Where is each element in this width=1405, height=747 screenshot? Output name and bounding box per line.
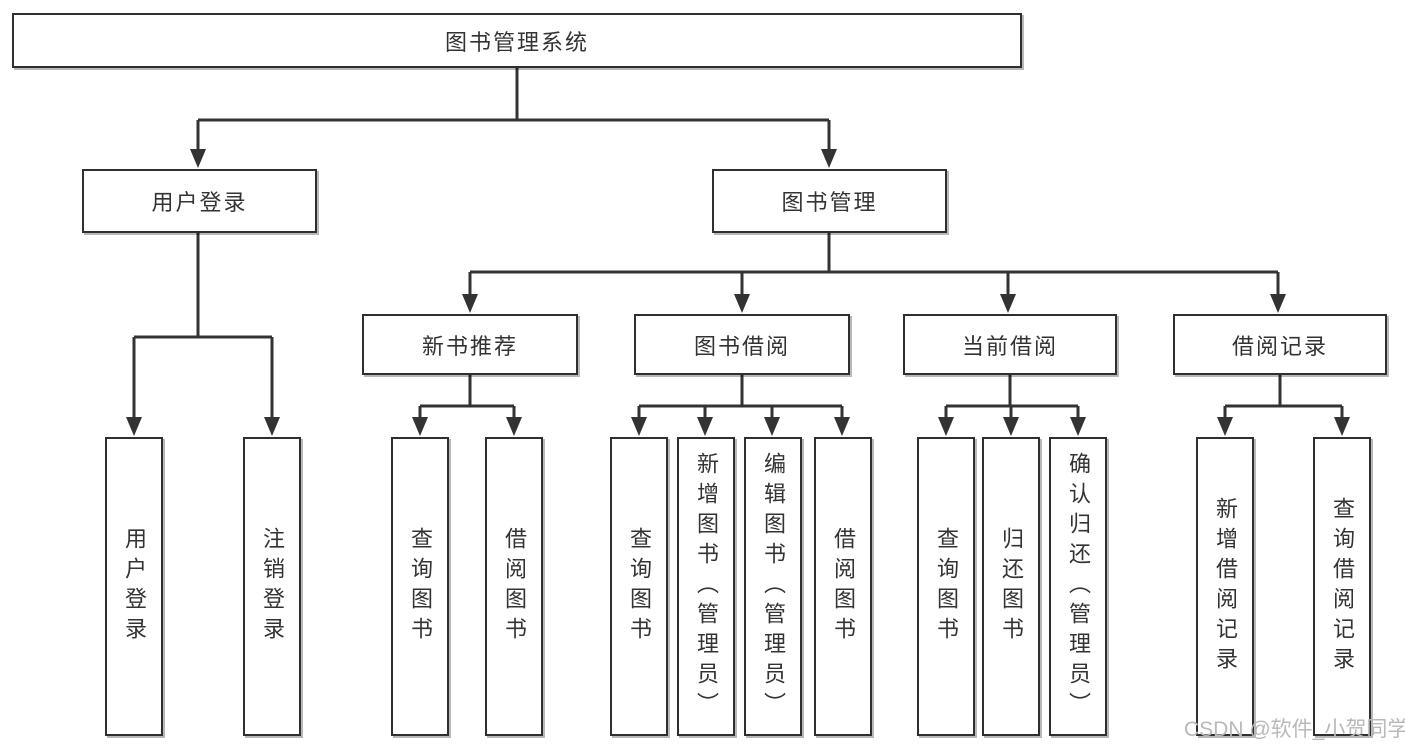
node-new-book-recommend-label: 新书推荐 (421, 333, 518, 359)
node-book-borrowing: 图书借阅 (634, 314, 850, 375)
node-book-management-label: 图书管理 (781, 190, 878, 215)
node-book-borrowing-label: 图书借阅 (693, 333, 790, 359)
leaf-add-book-admin: 新增图书（管理员） (677, 437, 735, 736)
leaf-user-login-label: 用户登录 (122, 526, 147, 647)
node-root: 图书管理系统 (12, 13, 1022, 68)
node-root-label: 图书管理系统 (444, 29, 589, 55)
leaf-borrow-books-2-label: 借阅图书 (831, 526, 856, 647)
leaf-edit-book-admin: 编辑图书（管理员） (744, 437, 802, 736)
leaf-return-books-label: 归还图书 (999, 526, 1024, 647)
leaf-logout: 注销登录 (243, 437, 301, 736)
leaf-return-books: 归还图书 (982, 437, 1040, 736)
node-user-login-label: 用户登录 (151, 190, 248, 215)
connector-paths (132, 68, 1344, 420)
leaf-borrow-books-1-label: 借阅图书 (502, 526, 527, 647)
node-borrowing-records-label: 借阅记录 (1231, 333, 1328, 359)
leaf-query-borrow-record: 查询借阅记录 (1313, 437, 1371, 736)
leaf-query-borrow-record-label: 查询借阅记录 (1330, 496, 1355, 677)
leaf-add-borrow-record: 新增借阅记录 (1196, 437, 1254, 736)
leaf-borrow-books-1: 借阅图书 (485, 437, 543, 736)
leaf-confirm-return-admin: 确认归还（管理员） (1049, 437, 1107, 736)
leaf-query-books-3: 查询图书 (917, 437, 975, 736)
node-current-borrowing: 当前借阅 (903, 314, 1117, 375)
leaf-edit-book-admin-label: 编辑图书（管理员） (761, 451, 786, 722)
leaf-query-books-2: 查询图书 (610, 437, 668, 736)
node-new-book-recommend: 新书推荐 (362, 314, 578, 375)
csdn-watermark: CSDN @软件_小贺同学 (1184, 718, 1405, 741)
leaf-confirm-return-admin-label: 确认归还（管理员） (1066, 451, 1091, 722)
node-borrowing-records: 借阅记录 (1173, 314, 1387, 375)
leaf-query-books-2-label: 查询图书 (627, 526, 652, 647)
leaf-query-books-3-label: 查询图书 (934, 526, 959, 647)
leaf-query-books-1: 查询图书 (391, 437, 449, 736)
node-current-borrowing-label: 当前借阅 (961, 333, 1058, 359)
leaf-borrow-books-2: 借阅图书 (814, 437, 872, 736)
node-user-login: 用户登录 (82, 169, 317, 233)
leaf-user-login: 用户登录 (105, 437, 163, 736)
node-book-management: 图书管理 (712, 169, 947, 233)
leaf-add-book-admin-label: 新增图书（管理员） (694, 451, 719, 722)
leaf-query-books-1-label: 查询图书 (408, 526, 433, 647)
leaf-add-borrow-record-label: 新增借阅记录 (1213, 496, 1238, 677)
leaf-logout-label: 注销登录 (260, 526, 285, 647)
